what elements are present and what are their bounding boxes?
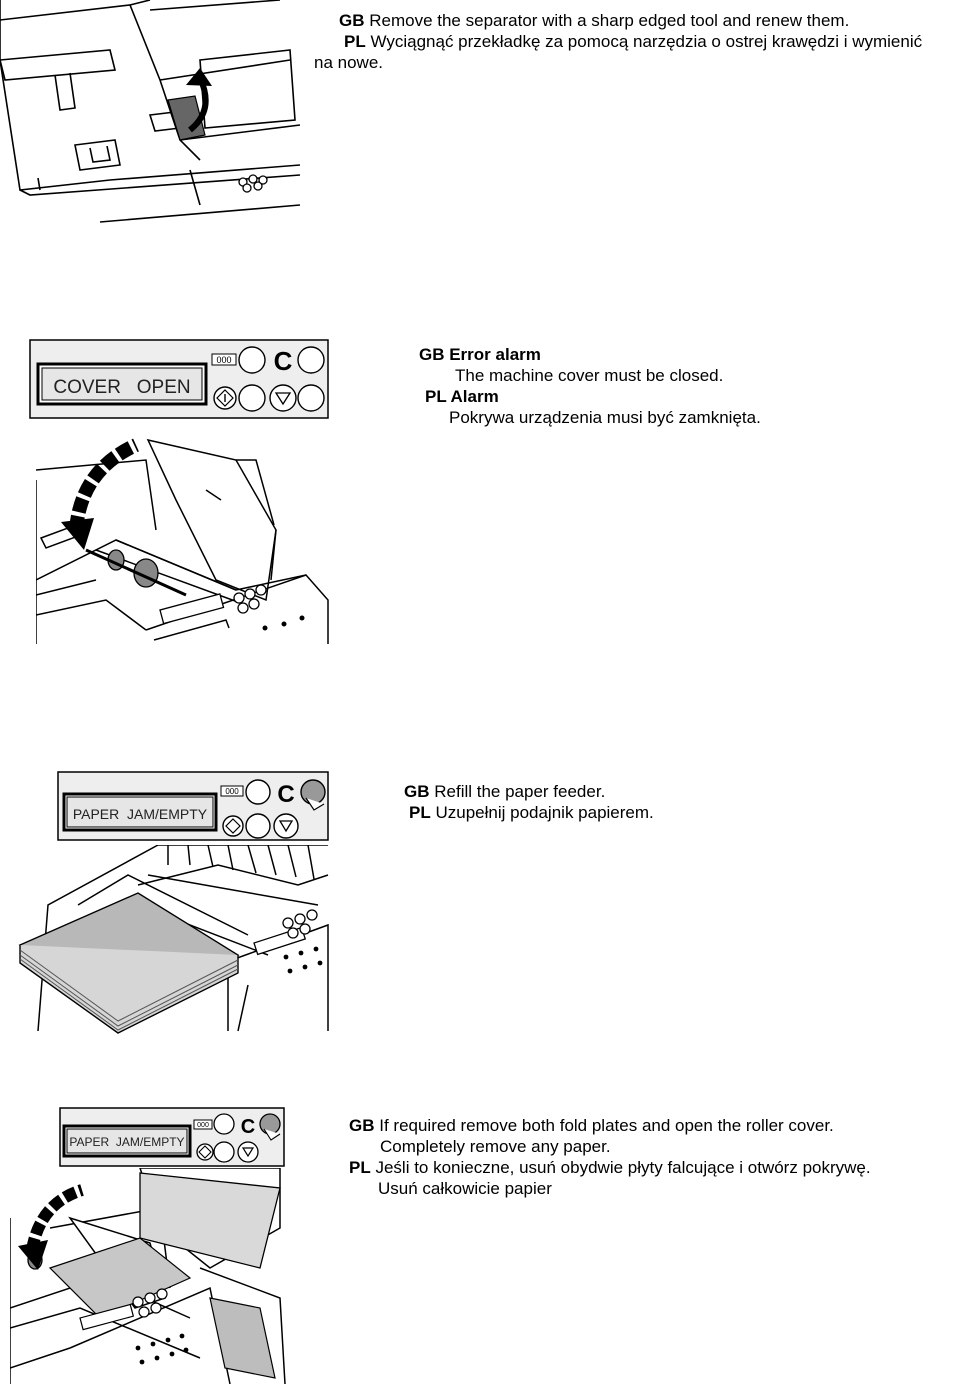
pl-tag: PL (349, 1158, 371, 1177)
pl-tag: PL (409, 803, 431, 822)
clear-key-label: C (241, 1116, 255, 1138)
step3-gb-line: GB Refill the paper feeder. (404, 781, 605, 802)
step2-gb-text: The machine cover must be closed. (455, 366, 724, 385)
separator-illustration (0, 0, 300, 223)
counter-glyph: 000 (197, 1122, 209, 1129)
step3-pl-line: PL Uzupełnij podajnik papierem. (409, 802, 654, 823)
paper-jam-panel: PAPER JAM/EMPTY 000 C (59, 1107, 285, 1167)
clear-key-label: C (274, 346, 293, 376)
cover-open-panel: COVER OPEN 000 C (29, 339, 329, 419)
step4-pl-text-cont: Usuń całkowicie papier (378, 1179, 552, 1198)
counter-glyph: 000 (216, 355, 231, 365)
step4-pl-text: Jeśli to konieczne, usuń obydwie płyty f… (375, 1158, 871, 1177)
step1-pl-line: PL Wyciągnąć przekładkę za pomocą narzęd… (344, 31, 922, 52)
lcd-display-text: COVER OPEN (53, 377, 190, 398)
step1-gb-line: GB Remove the separator with a sharp edg… (339, 10, 849, 31)
step4-pl-line: PL Jeśli to konieczne, usuń obydwie płyt… (349, 1157, 871, 1178)
lcd-display-text: PAPER JAM/EMPTY (73, 806, 208, 822)
pl-tag: PL (344, 32, 366, 51)
paper-jam-illustration (10, 1168, 286, 1384)
step2-gb-heading: GB Error alarm (419, 345, 541, 364)
gb-tag: GB (404, 782, 430, 801)
paper-feeder-illustration (18, 845, 329, 1034)
step4-gb-text: If required remove both fold plates and … (379, 1116, 834, 1135)
counter-glyph: 000 (225, 787, 239, 796)
paper-empty-panel: PAPER JAM/EMPTY 000 C (57, 771, 329, 841)
step3-pl-text: Uzupełnij podajnik papierem. (435, 803, 654, 822)
gb-tag: GB (349, 1116, 375, 1135)
step2-pl-text: Pokrywa urządzenia musi być zamknięta. (449, 408, 761, 427)
step1-pl-text: Wyciągnąć przekładkę za pomocą narzędzia… (370, 32, 923, 51)
step4-gb-text-cont: Completely remove any paper. (380, 1137, 611, 1156)
step2-pl-heading: PL Alarm (425, 387, 499, 406)
step1-pl-text-cont: na nowe. (314, 53, 383, 72)
step3-gb-text: Refill the paper feeder. (434, 782, 606, 801)
gb-tag: GB (339, 11, 365, 30)
clear-key-label: C (277, 781, 294, 808)
lcd-display-text: PAPER JAM/EMPTY (69, 1135, 184, 1149)
step4-gb-line: GB If required remove both fold plates a… (349, 1115, 834, 1136)
cover-open-illustration (36, 438, 329, 644)
step1-gb-text: Remove the separator with a sharp edged … (369, 11, 850, 30)
